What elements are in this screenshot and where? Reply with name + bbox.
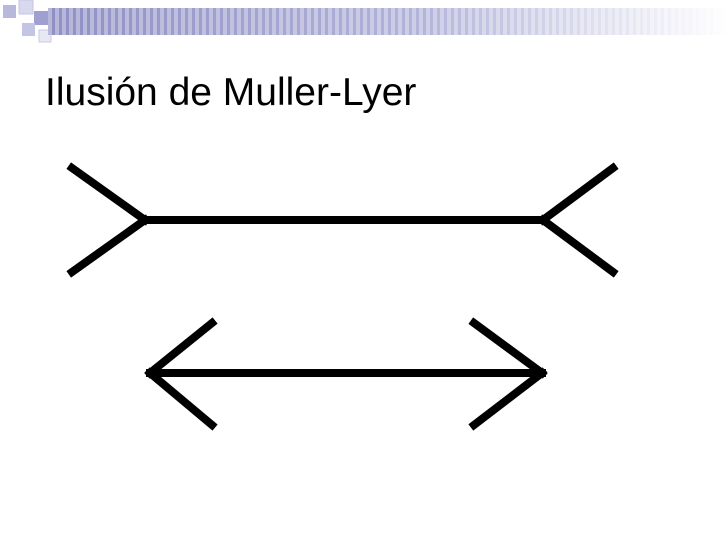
inward-arrowheads-figure [144,317,548,431]
right-fin-upper [537,162,619,226]
right-fin-lower [537,214,619,278]
corner-square [3,5,16,18]
corner-square [18,0,34,15]
outward-fins-figure [66,162,619,278]
left-fin-lower [66,214,151,278]
right-arrowhead-upper [468,317,548,379]
slide-title: Ilusión de Muller-Lyer [45,71,417,114]
header-gradient-bar [48,8,728,35]
left-fin-upper [66,162,151,226]
right-arrowhead-lower [468,367,548,431]
left-arrowhead-lower [144,367,218,431]
corner-square [22,23,35,36]
corner-square [34,11,48,25]
left-arrowhead-upper [144,317,218,379]
